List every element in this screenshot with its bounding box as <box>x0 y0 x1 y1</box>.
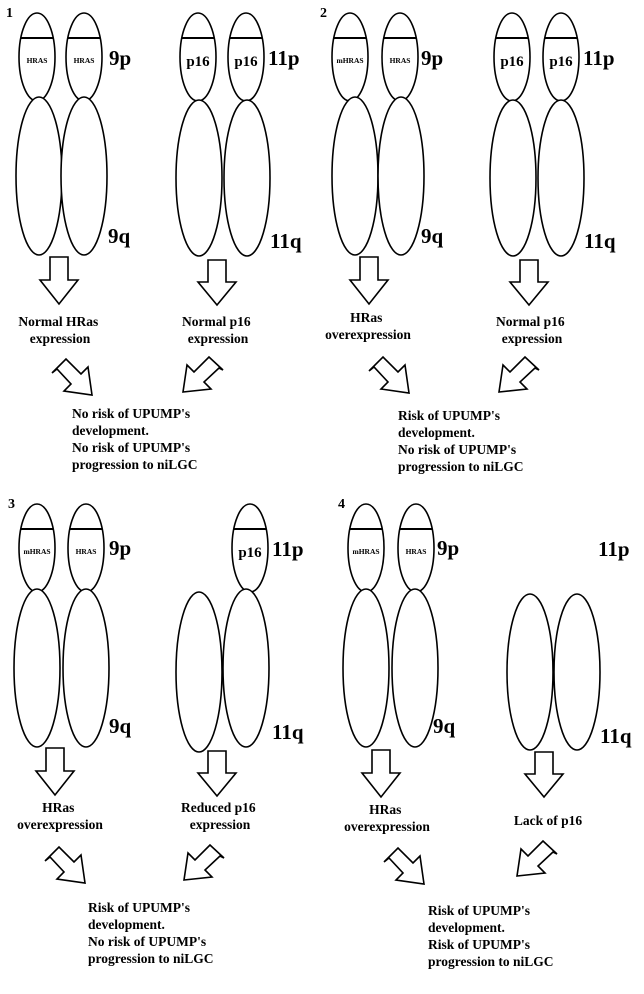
gene-label: p16 <box>186 54 210 70</box>
right-effect-label: Normal p16 expression <box>496 314 568 346</box>
outcome-text: Risk of UPUMP's development. No risk of … <box>398 408 524 474</box>
chromosome-11-pair: p16 p16 11p 11q <box>489 12 616 257</box>
chromosome-9-q-arm-right <box>60 96 108 256</box>
chromosome-9-q-arm-left <box>342 588 390 748</box>
gene-label: HRAS <box>27 56 48 65</box>
q-arm-label: 11q <box>272 720 304 744</box>
diagonal-arrow-left <box>498 355 540 393</box>
outcome-text: No risk of UPUMP's development. No risk … <box>72 406 198 472</box>
chromosome-11-q-arm-right <box>222 588 270 748</box>
p-arm-label: 11p <box>272 537 304 561</box>
diagonal-arrow-right <box>368 355 410 394</box>
down-arrow-left <box>348 256 390 306</box>
panel-3: 3 mHRAS HRAS 9p 9q p16 11p 11q HRas <box>8 497 304 966</box>
chromosome-9-pair: mHRAS HRAS 9p 9q <box>331 12 444 256</box>
q-arm-label: 11q <box>270 229 302 253</box>
gene-label: p16 <box>500 54 524 70</box>
gene-label: HRAS <box>390 56 411 65</box>
left-effect-label: HRas overexpression <box>344 802 430 834</box>
panel-number: 1 <box>6 6 13 21</box>
gene-label: mHRAS <box>23 547 50 556</box>
gene-label: p16 <box>238 545 262 561</box>
p-arm-label: 11p <box>583 46 615 70</box>
gene-label: HRAS <box>74 56 95 65</box>
chromosome-11-q-arm-left <box>175 591 223 753</box>
p-arm-label: 9p <box>421 46 443 70</box>
right-effect-label: Lack of p16 <box>514 813 583 828</box>
chromosome-11-pair: p16 p16 11p 11q <box>175 12 302 257</box>
chromosome-11-q-arm-right <box>553 593 601 751</box>
chromosome-11-q-arm-right <box>537 99 585 257</box>
panel-number: 3 <box>8 497 15 512</box>
gene-label: mHRAS <box>352 547 379 556</box>
chromosome-9-q-arm-left <box>13 588 61 748</box>
down-arrow-right <box>196 259 238 307</box>
outcome-text: Risk of UPUMP's development. No risk of … <box>88 900 214 966</box>
chromosome-9-q-arm-right <box>391 588 439 748</box>
chromosome-9-q-arm-right <box>62 588 110 748</box>
p-arm-label: 11p <box>598 537 630 561</box>
down-arrow-left <box>34 747 76 797</box>
p-arm-label: 9p <box>109 536 131 560</box>
down-arrow-right <box>508 259 550 307</box>
right-effect-label: Normal p16 expression <box>182 314 254 346</box>
diagonal-arrow-left <box>183 843 225 881</box>
chromosome-9-q-arm-right <box>377 96 425 256</box>
down-arrow-right <box>196 750 238 798</box>
gene-label: mHRAS <box>336 56 363 65</box>
diagonal-arrow-right <box>383 846 425 885</box>
chromosome-9-pair: mHRAS HRAS 9p 9q <box>13 503 132 748</box>
left-effect-label: HRas overexpression <box>17 800 103 832</box>
chromosome-11-q-arm-left <box>506 593 554 751</box>
chromosome-11-q-arm-left <box>489 99 537 257</box>
diagonal-arrow-right <box>51 357 93 396</box>
chromosome-9-pair: HRAS HRAS 9p 9q <box>15 12 131 256</box>
panel-4: 4 mHRAS HRAS 9p 9q 11p 11q HRas overexpr… <box>338 497 632 969</box>
p-arm-label: 11p <box>268 46 300 70</box>
q-arm-label: 9q <box>421 224 444 248</box>
gene-label: p16 <box>549 54 573 70</box>
panel-number: 4 <box>338 497 345 512</box>
chromosome-9-q-arm-left <box>15 96 63 256</box>
chromosome-11-pair: 11p 11q <box>506 537 632 751</box>
down-arrow-left <box>360 749 402 799</box>
p-arm-label: 9p <box>437 536 459 560</box>
chromosome-9-pair: mHRAS HRAS 9p 9q <box>342 503 459 748</box>
q-arm-label: 11q <box>600 724 632 748</box>
chromosome-9-q-arm-left <box>331 96 379 256</box>
panel-2: 2 mHRAS HRAS 9p 9q p16 p16 11p 11q <box>320 6 616 474</box>
diagonal-arrow-left <box>182 355 224 393</box>
q-arm-label: 9q <box>433 714 456 738</box>
chromosome-11-q-arm-left <box>175 99 223 257</box>
panel-number: 2 <box>320 6 327 21</box>
diagonal-arrow-right <box>44 845 86 884</box>
q-arm-label: 9q <box>109 714 132 738</box>
down-arrow-left <box>38 256 80 306</box>
gene-label: HRAS <box>406 547 427 556</box>
panel-1: 1 HRAS HRAS 9p 9q p16 p16 11p 11q <box>6 6 302 472</box>
left-effect-label: Normal HRas expression <box>18 314 101 346</box>
chromosome-11-pair: p16 11p 11q <box>175 503 304 753</box>
down-arrow-right <box>523 751 565 799</box>
right-effect-label: Reduced p16 expression <box>181 800 259 832</box>
p-arm-label: 9p <box>109 46 131 70</box>
gene-label: HRAS <box>76 547 97 556</box>
q-arm-label: 9q <box>108 224 131 248</box>
left-effect-label: HRas overexpression <box>325 310 411 342</box>
q-arm-label: 11q <box>584 229 616 253</box>
outcome-text: Risk of UPUMP's development. Risk of UPU… <box>428 903 554 969</box>
chromosome-11-q-arm-right <box>223 99 271 257</box>
gene-label: p16 <box>234 54 258 70</box>
diagonal-arrow-left <box>516 839 558 877</box>
